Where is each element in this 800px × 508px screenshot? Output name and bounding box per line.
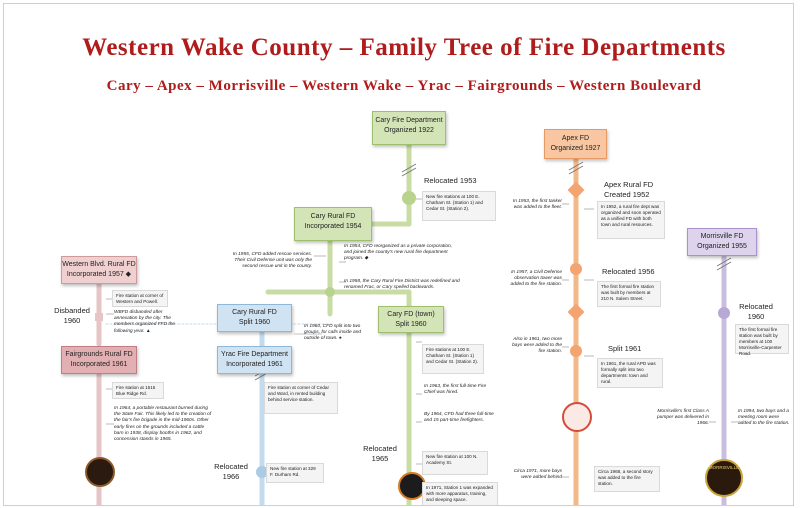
apex-1956-marker [570,263,582,275]
cary-relocated-1953: Relocated 1953 [424,176,477,185]
apex-1961-note: In 1961, the rural APD was formally spli… [597,358,663,388]
cary-1953-note: New fire stations at 100 E. Chatham St. … [422,191,496,221]
apex-1961-marker [570,345,582,357]
box-subtitle: Incorporated 1961 [70,361,128,368]
cary-1954-note: In 1954, CFD reorganized as a private co… [344,244,452,262]
cary-rural-split-box: Cary Rural FD Split 1960 [217,304,292,332]
apex-fire-patch-icon [562,402,592,432]
box-subtitle: Split 1960 [395,321,427,328]
yrac-1966-note: New fire station at 329 F. Durham Rd. [266,463,324,483]
poster-frame: Western Wake County – Family Tree of Fir… [3,3,794,506]
apex-split-1961: Split 1961 [608,344,642,353]
cary-1958-note: In 1958, the Cary Rural Fire District wa… [344,279,460,291]
cary-split-marker [325,287,335,297]
event-label: Relocated [739,302,773,311]
apex-1971-note: Circa 1971, more bays were added behind [513,469,562,481]
box-subtitle: Organized 1927 [550,145,601,152]
western-blvd-disband-note: WBFD disbanded after annexation by the c… [114,310,176,334]
box-title: Fairgrounds Rural FD [65,351,133,358]
apex-1956-note: The first formal fire station was built … [597,281,661,307]
morrisville-box: Morrisville FD Organized 1955 [687,228,757,256]
box-title: Western Blvd. Rural FD [62,261,136,268]
fairgrounds-fire-patch-icon [85,457,115,487]
event-label: Relocated 1965 [363,444,397,463]
fairgrounds-station-note: Fire station at 1515 Blue Ridge Rd. [112,382,164,399]
box-title: Morrisville FD [700,233,744,240]
box-title: Apex FD [561,135,590,142]
cary-relocated-1965: Relocated 1965 [360,444,400,464]
western-blvd-disband-marker [95,313,103,321]
apex-relocated-1956: Relocated 1956 [602,267,655,276]
fairgrounds-1964-note: In 1964, a portable restaurant burned du… [114,406,212,443]
morrisville-1994-note: In 1994, two bays and a meeting room wer… [738,409,790,427]
box-title: Cary Rural FD [232,309,277,316]
cary-1953-marker [402,191,416,205]
box-subtitle: Split 1960 [238,319,271,326]
cary-1960-note: In 1960, CFD split into two groups, for … [304,324,362,342]
town-1963-note: In 1963, the first full-time Fire Chief … [424,384,487,396]
apex-1961-also-note: Also in 1961, two more bays were added t… [512,337,562,355]
box-subtitle: Incorporated 1954 [304,223,362,230]
apex-rural-fd: Apex Rural FD [604,180,654,189]
town-1971-note: In 1971, Station 1 was expanded with mor… [422,482,498,505]
western-blvd-station-note: Fire station at corner of Western and Po… [112,290,168,307]
morrisville-pumper-note: Morrisville's first Class A pumper was d… [657,409,709,427]
page-subtitle: Cary – Apex – Morrisville – Western Wake… [106,78,702,94]
apex-1957-note: In 1957, a Civil Defense observation tow… [510,270,562,288]
western-blvd-box: Western Blvd. Rural FD Incorporated 1957… [61,256,137,284]
yrac-1966-marker [256,466,268,478]
box-subtitle: Incorporated 1957 ◆ [66,271,132,278]
yrac-station-note: Fire station at corner of Cedar and Ward… [264,382,338,414]
town-stations-note: Fire stations at 100 E. Chatham St. (Sta… [422,344,484,374]
cary-town-box: Cary FD (town) Split 1960 [378,306,444,333]
apex-1953-note: In 1953, the first tanker was added to t… [512,199,562,211]
yrac-relocated-1966: Relocated 1966 [208,462,254,482]
town-1965-note: New fire station at 100 N. Academy St. [422,451,488,475]
box-title: Cary FD (town) [387,311,435,318]
box-title: Yrac Fire Department [221,351,288,358]
yrac-box: Yrac Fire Department Incorporated 1961 [217,346,292,374]
box-title: Cary Rural FD [310,213,356,220]
event-year: 1960 [63,316,81,325]
box-title: Cary Fire Department [375,117,443,124]
apex-box: Apex FD Organized 1927 [544,129,607,159]
morrisville-relocated: Relocated 1960 [736,302,776,322]
cary-rural-box: Cary Rural FD Incorporated 1954 [294,207,372,241]
morrisville-fire-patch-icon: MORRISVILLE [705,459,743,497]
apex-1952-note: In 1952, a rural fire dept was organized… [597,201,665,239]
western-blvd-disbanded: Disbanded 1960 [50,306,94,326]
apex-1968-note: Circa 1968, a second story was added to … [594,466,660,492]
morrisville-station-note: The first formal fire station was built … [735,324,789,356]
morrisville-1960-marker [718,307,730,319]
fairgrounds-box: Fairgrounds Rural FD Incorporated 1961 [61,346,137,374]
event-label: Disbanded [54,306,90,315]
cary-1955-note: In 1955, CFD added rescue services. Thei… [232,252,312,270]
cary-fd-box: Cary Fire Department Organized 1922 [372,111,446,145]
page-title: Western Wake County – Family Tree of Fir… [82,34,726,61]
town-1964-note: By 1964, CFD had three full-time and 15 … [424,412,494,424]
box-subtitle: Incorporated 1961 [226,361,283,368]
apex-created-1952: Created 1952 [604,190,650,199]
box-subtitle: Organized 1955 [697,243,747,250]
event-label: Relocated 1966 [214,462,248,481]
event-year: 1960 [747,312,765,321]
patch-label: MORRISVILLE [708,465,740,470]
box-subtitle: Organized 1922 [384,127,434,134]
